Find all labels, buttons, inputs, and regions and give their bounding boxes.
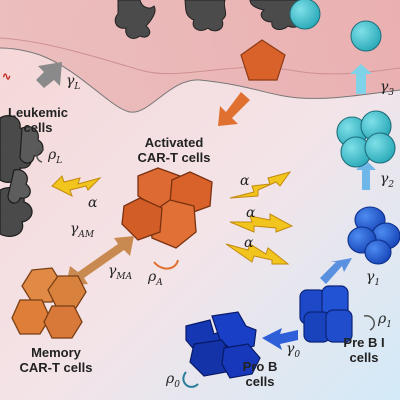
memory-label-line2: CAR-T cells: [19, 359, 93, 375]
alpha-symbol-right-bottom: α: [244, 235, 254, 251]
rho-L-symbol: ρL: [48, 147, 63, 166]
gamma-AM-symbol: γAM: [70, 221, 95, 240]
alpha-symbol-right-top: α: [240, 173, 250, 189]
rho-L-loop: [36, 149, 45, 163]
gamma-L-symbol: γL: [66, 73, 81, 92]
vessel-inner-line: [0, 37, 400, 75]
rho-0-loop: [182, 371, 199, 388]
rho-A-symbol: ρA: [148, 269, 163, 288]
pre-b-cluster: [299, 285, 353, 343]
activated-label-line2: CAR-T cells: [137, 149, 211, 165]
leukemic-label-line1: Leukemic: [8, 105, 68, 120]
pro-b-cells-label: Pro B cells: [232, 359, 288, 390]
gamma-1-symbol: γ1: [366, 269, 381, 288]
pre-b-cells-label: Pre B I cells: [336, 335, 392, 366]
alpha-symbol-left: α: [88, 195, 98, 211]
activation-memory-arrow: [66, 236, 134, 286]
gamma-2-symbol: γ2: [380, 171, 395, 190]
killing-arrows: [51, 171, 294, 265]
differentiation-arrows: [262, 64, 376, 350]
pro-b-label-line2: cells: [245, 373, 275, 389]
activated-car-t-cluster: [121, 167, 213, 249]
gamma-L-arrow: [36, 62, 62, 88]
alpha-symbol-right-middle: α: [246, 205, 256, 221]
pre-b-label-line2: cells: [349, 349, 379, 365]
vessel-mature-b-cells: [289, 0, 382, 52]
activated-label-line1: Activated: [144, 135, 204, 150]
leukemic-cells-cluster: [0, 115, 44, 237]
infusion-arrow: [218, 92, 250, 126]
gamma-0-symbol: γ0: [286, 341, 301, 360]
vessel-car-t-cell: [240, 39, 286, 81]
mature-b-cluster: [336, 110, 396, 168]
pro-b-label-line1: Pro B: [242, 359, 278, 374]
gamma-MA-symbol: γMA: [108, 263, 133, 282]
vessel-wall-line: [0, 47, 400, 113]
pro-b-cluster: [185, 311, 261, 379]
intermediate-b-cluster: [347, 206, 400, 265]
leukemic-label-line2: cells: [23, 119, 53, 135]
pre-b-label-line1: Pre B I: [343, 335, 385, 350]
edge-mark: ∿: [2, 71, 11, 83]
gamma-3-symbol: γ3: [380, 79, 395, 98]
memory-car-t-cluster: [11, 267, 87, 339]
memory-car-t-label: Memory CAR-T cells: [6, 345, 106, 376]
leukemic-cells-label: Leukemic cells: [4, 105, 72, 136]
memory-label-line1: Memory: [31, 345, 81, 360]
rho-1-loop: [363, 315, 375, 331]
activated-car-t-label: Activated CAR-T cells: [120, 135, 228, 166]
rho-0-symbol: ρ0: [166, 371, 180, 390]
rho-1-symbol: ρ1: [378, 311, 392, 330]
rho-A-loop: [153, 259, 179, 270]
